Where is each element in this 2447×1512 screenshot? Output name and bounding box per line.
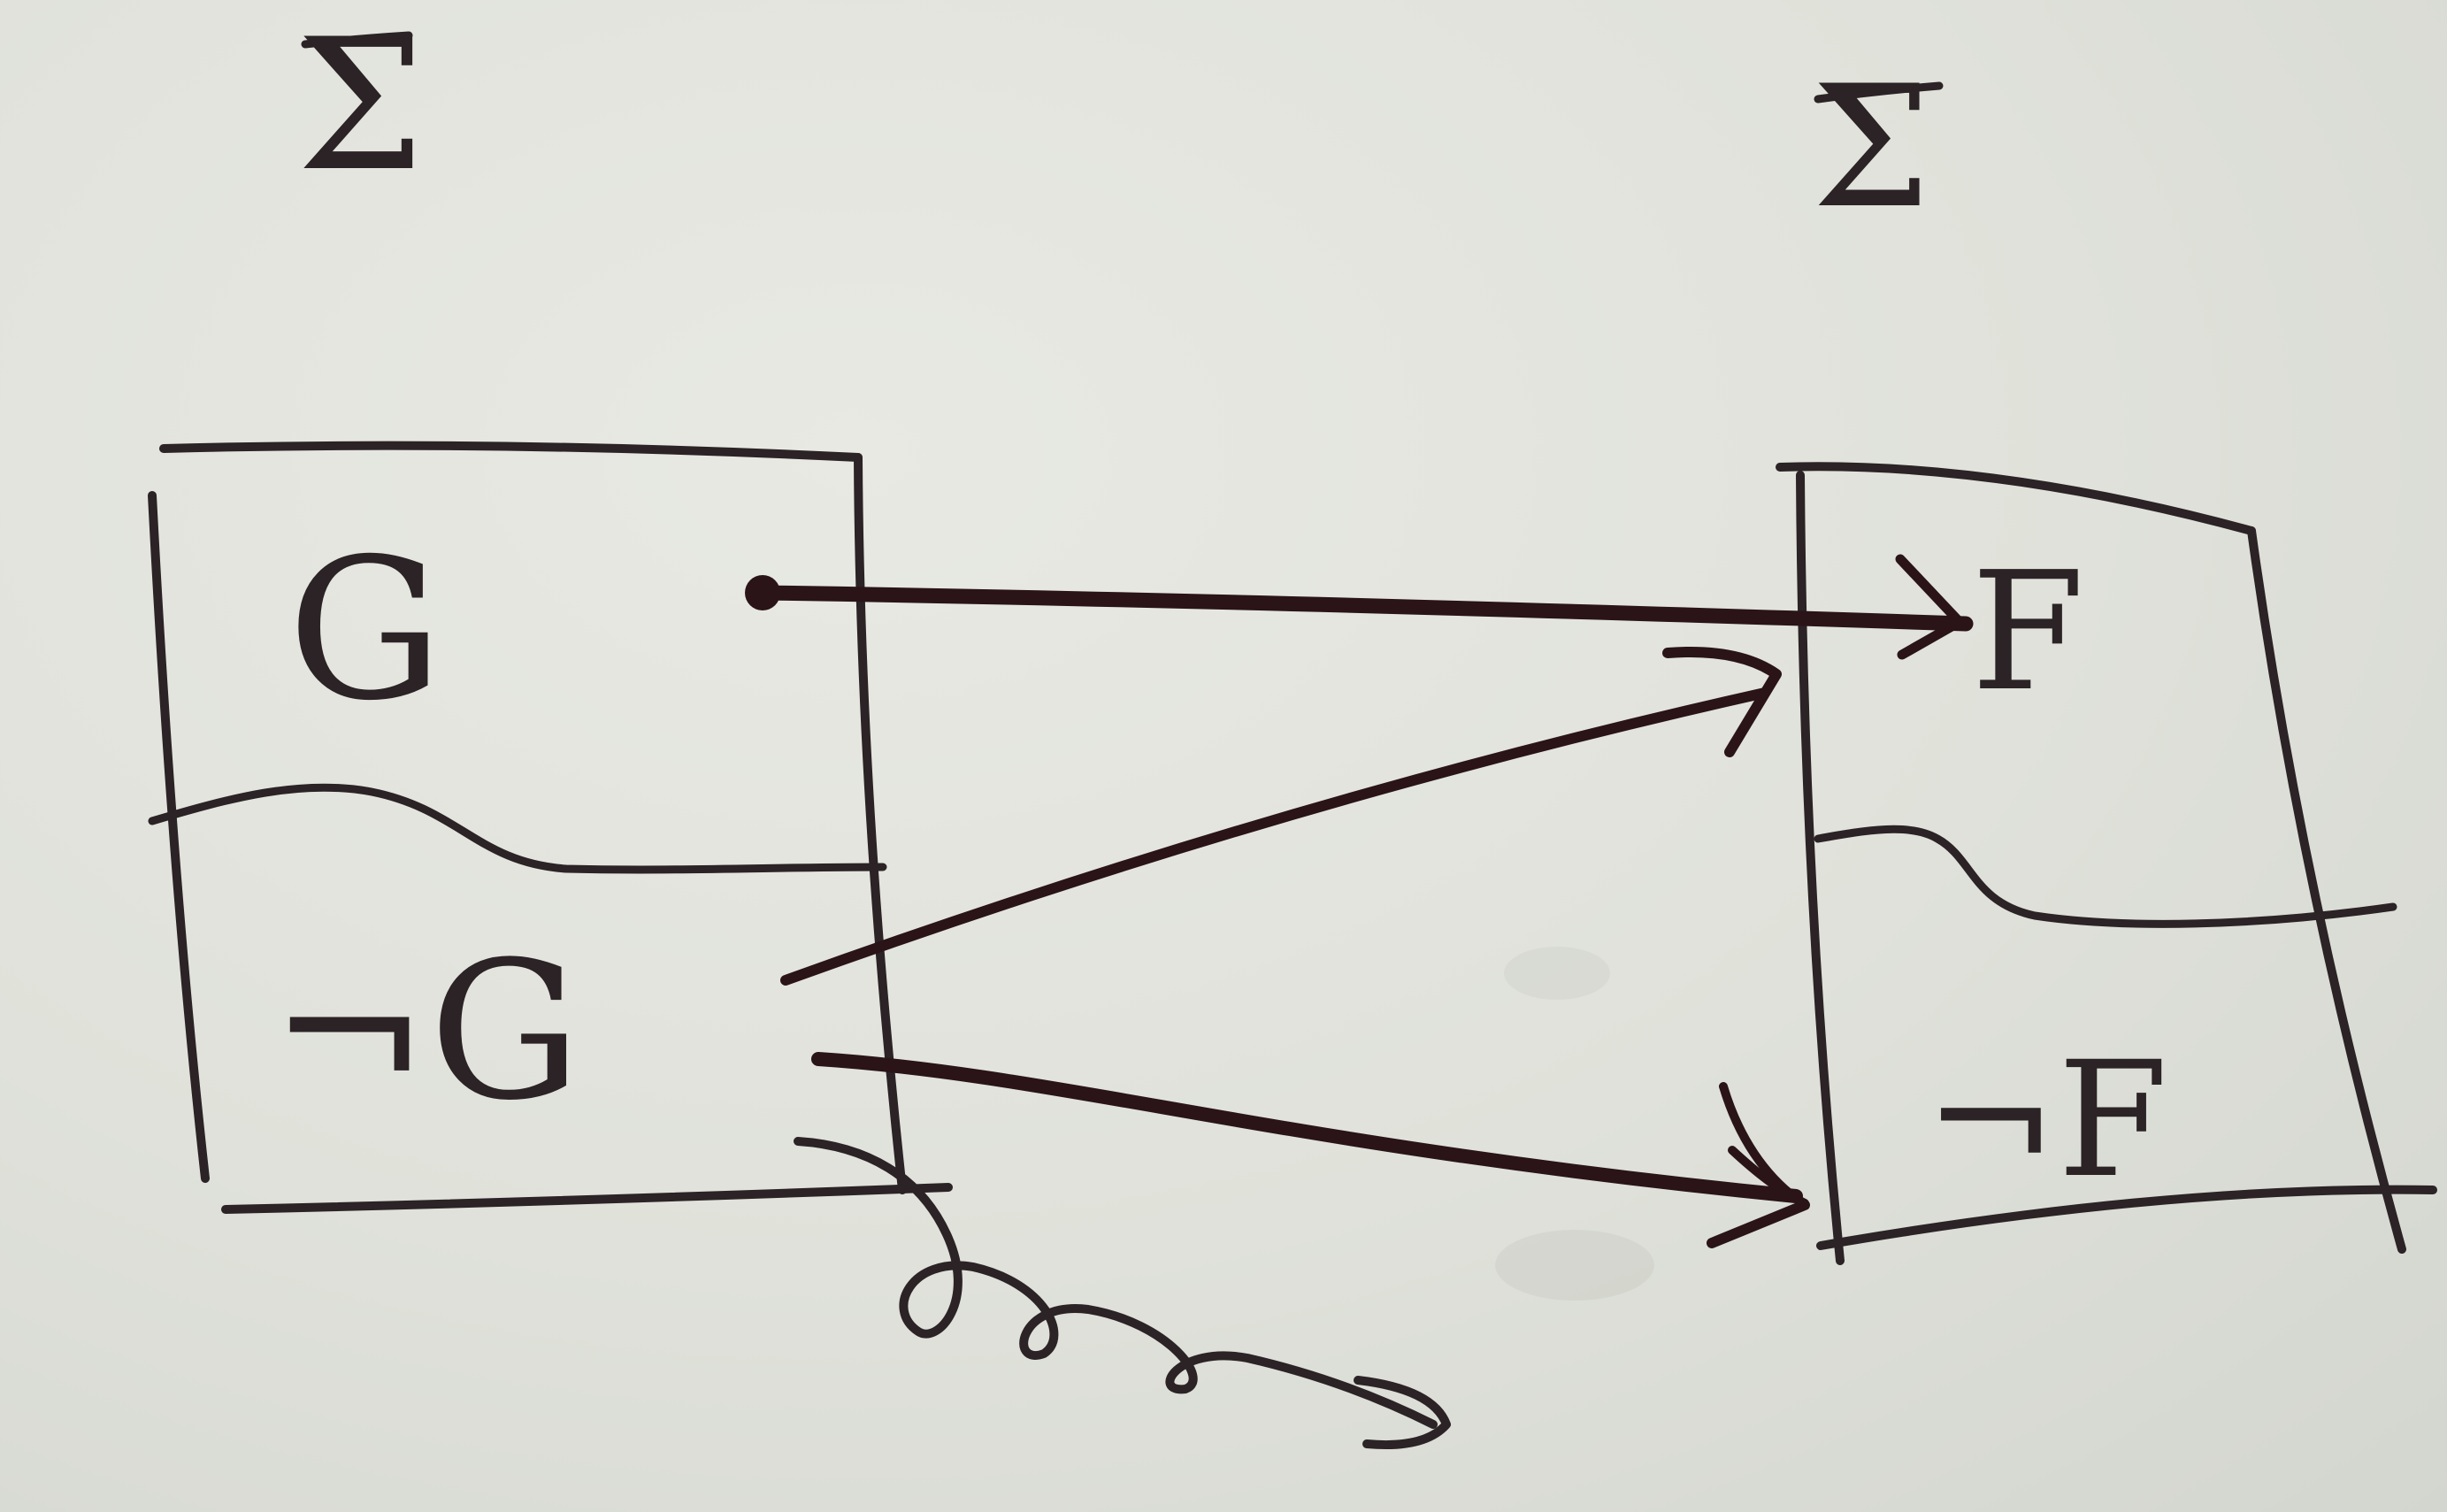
right-set-box: F ¬F <box>1776 462 2437 1265</box>
left-region-divider <box>148 783 887 874</box>
right-region-not-f: ¬F <box>1924 1028 2168 1213</box>
arrow-not-g-to-not-f <box>811 1052 1810 1248</box>
paper-smudges <box>1495 947 1654 1301</box>
right-sigma-text: Σ <box>1812 50 1930 245</box>
left-sigma-text: Σ <box>296 1 425 211</box>
right-region-divider <box>1814 825 2397 928</box>
left-set-box: G ¬G <box>148 441 953 1214</box>
curly-arrow-out <box>794 1137 1451 1450</box>
arrow-not-g-to-f <box>780 647 1782 986</box>
left-region-not-g: ¬G <box>270 920 581 1142</box>
left-region-g: G <box>288 517 443 743</box>
left-sigma-label: Σ <box>296 1 425 211</box>
arrow-g-to-f <box>745 554 1974 660</box>
right-sigma-label: Σ <box>1812 50 1944 245</box>
right-region-f: F <box>1971 536 2084 727</box>
